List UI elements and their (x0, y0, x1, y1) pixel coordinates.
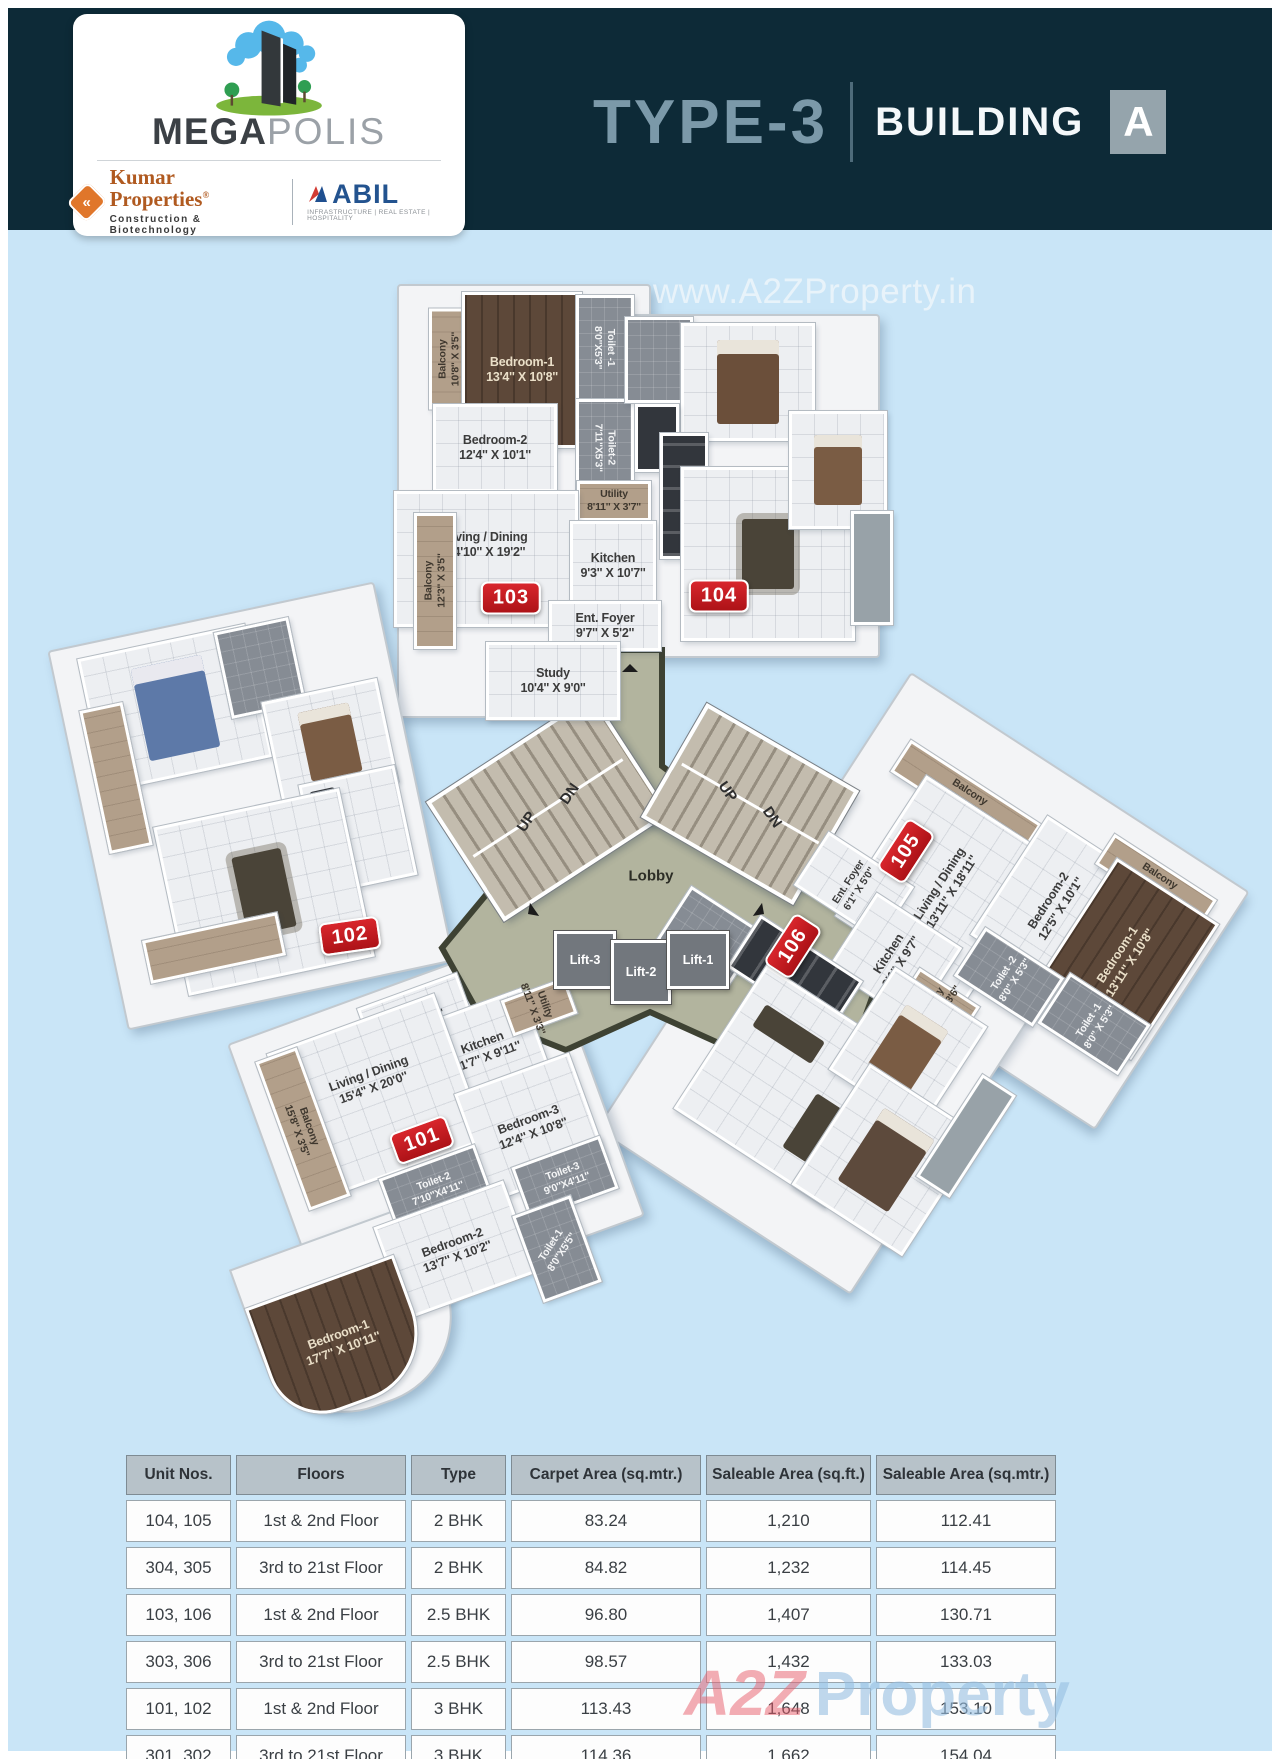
table-header-cell: Saleable Area (sq.mtr.) (876, 1455, 1056, 1495)
table-cell: 114.36 (511, 1735, 701, 1759)
building-letter-badge: A (1110, 90, 1167, 154)
table-cell: 1st & 2nd Floor (236, 1500, 406, 1542)
unit-badge-103: 103 (480, 581, 542, 615)
table-cell: 2.5 BHK (411, 1594, 506, 1636)
lift-1: Lift-1 (666, 930, 730, 990)
abil-logo: ABIL INFRASTRUCTURE | REAL ESTATE | HOSP… (307, 178, 465, 223)
lobby-label: Lobby (628, 867, 674, 885)
table-cell: 1st & 2nd Floor (236, 1688, 406, 1730)
sofa (752, 1004, 826, 1065)
watermark-top: www.A2ZProperty.in (653, 272, 977, 311)
table-cell: 2 BHK (411, 1500, 506, 1542)
brand-divider (97, 160, 441, 161)
type-label: TYPE-3 (593, 87, 829, 157)
table-cell: 154.04 (876, 1735, 1056, 1759)
table-cell: 3 BHK (411, 1688, 506, 1730)
table-cell: 2.5 BHK (411, 1641, 506, 1683)
table-header-cell: Floors (236, 1455, 406, 1495)
table-cell: 303, 306 (126, 1641, 231, 1683)
logo-separator (292, 178, 294, 225)
table-cell: 96.80 (511, 1594, 701, 1636)
table-cell: 3rd to 21st Floor (236, 1547, 406, 1589)
room-104-balcony (850, 510, 894, 626)
brand-mega: MEGA (152, 111, 267, 153)
watermark-bottom: A2Z Property (684, 1656, 1070, 1730)
table-cell: 153.10 (876, 1688, 1056, 1730)
table-cell: 301, 302 (126, 1735, 231, 1759)
table-cell: 114.45 (876, 1547, 1056, 1589)
developer-logo-row: « Kumar Properties® Construction & Biote… (66, 165, 465, 236)
table-header-cell: Unit Nos. (126, 1455, 231, 1495)
bed (837, 1107, 935, 1213)
dining-table (742, 519, 794, 589)
table-cell: 104, 105 (126, 1500, 231, 1542)
room-104-bedroom-b (788, 410, 888, 530)
table-cell: 112.41 (876, 1500, 1056, 1542)
kumar-properties-tagline: Construction & Biotechnology (109, 214, 202, 236)
table-cell: 101, 102 (126, 1688, 231, 1730)
lift-2: Lift-2 (610, 939, 672, 1005)
table-cell: 130.71 (876, 1594, 1056, 1636)
table-cell: 113.43 (511, 1688, 701, 1730)
table-cell: 1,662 (706, 1735, 871, 1759)
table-header-cell: Saleable Area (sq.ft.) (706, 1455, 871, 1495)
lift-3: Lift-3 (553, 930, 617, 990)
brand-polis: POLIS (267, 111, 386, 153)
abil-tagline: INFRASTRUCTURE | REAL ESTATE | HOSPITALI… (307, 208, 431, 222)
watermark-property: Property (814, 1660, 1070, 1729)
sheet-background: TYPE-3 BUILDING A MEGA POLIS « (8, 8, 1272, 1759)
table-cell: 2 BHK (411, 1547, 506, 1589)
table-header-cell: Carpet Area (sq.mtr.) (511, 1455, 701, 1495)
kumar-properties-icon: « (66, 181, 108, 222)
brand-card: MEGA POLIS « Kumar Properties® Construct… (66, 14, 465, 236)
table-cell: 98.57 (511, 1641, 701, 1683)
building-label: BUILDING (875, 99, 1085, 144)
table-cell: 133.03 (876, 1641, 1056, 1683)
corridor-arrow-up (622, 656, 638, 672)
table-cell: 304, 305 (126, 1547, 231, 1589)
title-group: TYPE-3 BUILDING A (593, 66, 1167, 178)
table-cell: 1,232 (706, 1547, 871, 1589)
table-cell: 1,407 (706, 1594, 871, 1636)
table-cell: 1st & 2nd Floor (236, 1594, 406, 1636)
bed (814, 435, 862, 505)
bed (297, 702, 363, 782)
unit-badge-104: 104 (688, 579, 750, 613)
megapolis-logo-icon (216, 20, 322, 116)
watermark-a2z: A2Z (684, 1657, 805, 1729)
table-cell: 3 BHK (411, 1735, 506, 1759)
table-cell: 3rd to 21st Floor (236, 1735, 406, 1759)
table-cell: 1,648 (706, 1688, 871, 1730)
table-header-cell: Type (411, 1455, 506, 1495)
abil-icon (309, 186, 328, 202)
table-cell: 1,432 (706, 1641, 871, 1683)
table-cell: 1,210 (706, 1500, 871, 1542)
abil-name: ABIL (332, 178, 400, 209)
brand-name: MEGA POLIS (152, 111, 386, 153)
bed (130, 654, 220, 762)
room-103-balcony-left: Balcony 12'3'' X 3'5'' (413, 512, 457, 650)
table-cell: 84.82 (511, 1547, 701, 1589)
kumar-properties-name: Kumar Properties® (109, 165, 210, 211)
table-cell: 83.24 (511, 1500, 701, 1542)
bed (717, 340, 779, 424)
table-cell: 3rd to 21st Floor (236, 1641, 406, 1683)
title-separator (850, 82, 854, 162)
table-cell: 103, 106 (126, 1594, 231, 1636)
kumar-properties-logo: « Kumar Properties® Construction & Biote… (66, 165, 278, 236)
